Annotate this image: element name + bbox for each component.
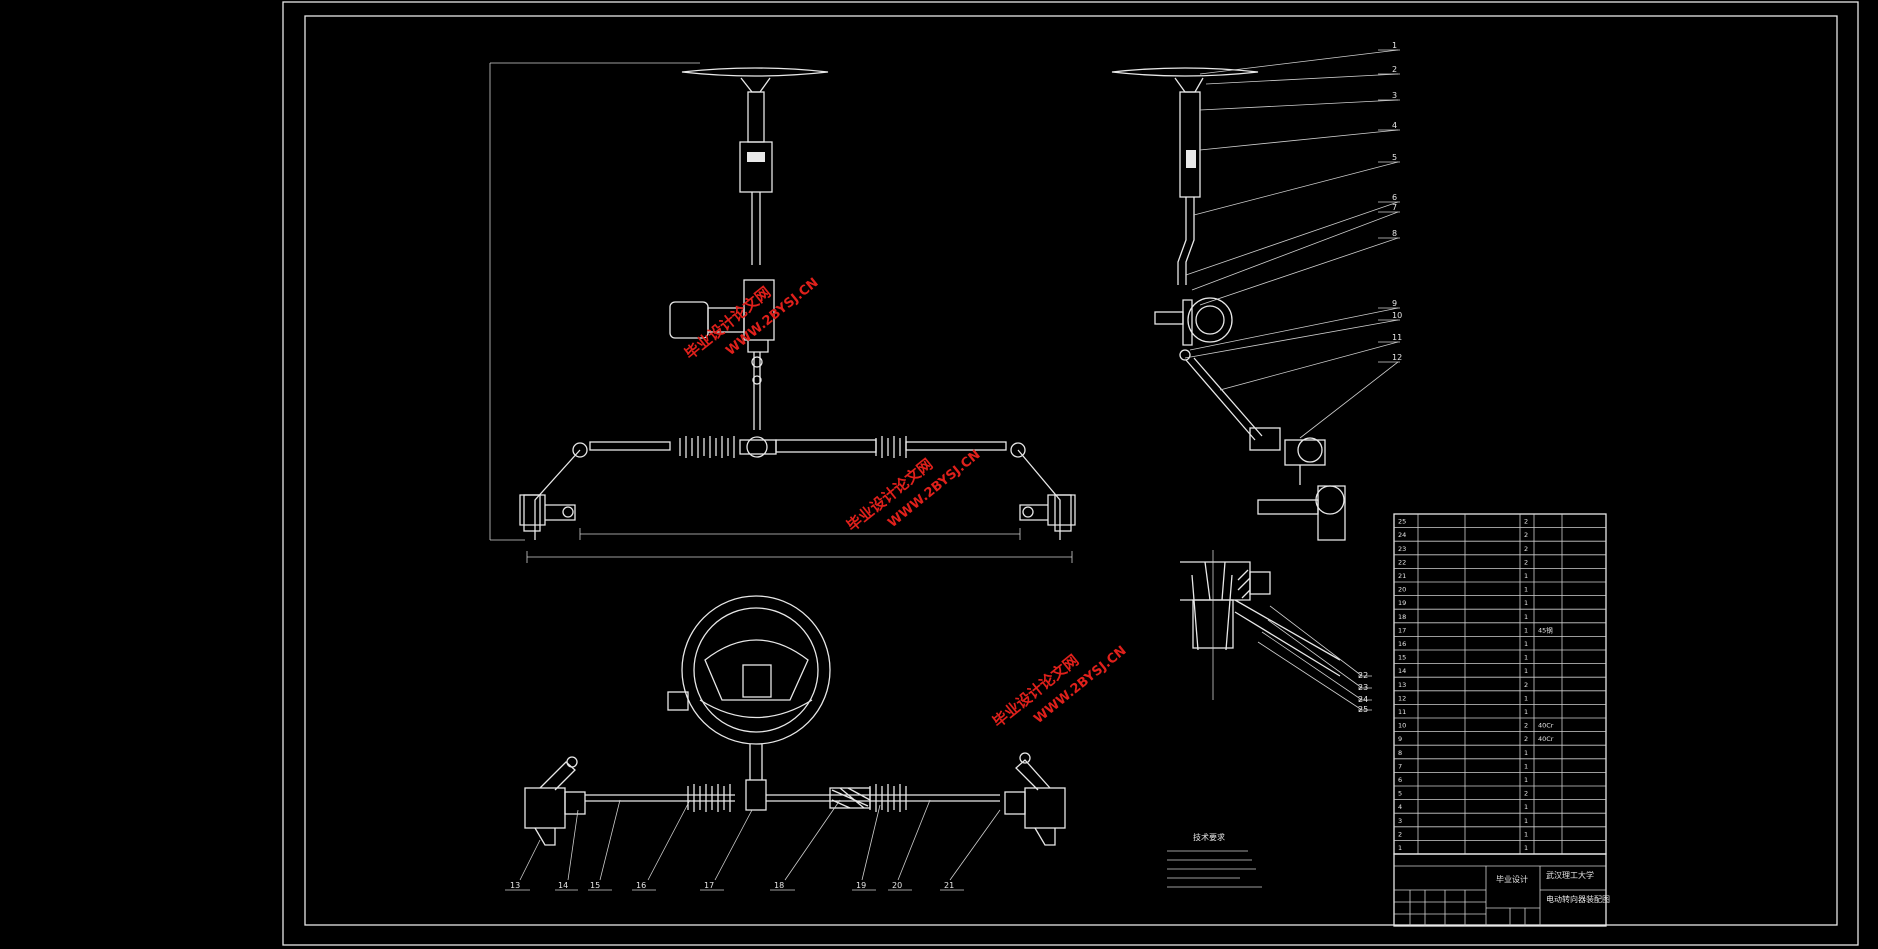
parts-list-cell-no: 3 — [1398, 817, 1402, 825]
callout-18: 18 — [774, 881, 784, 890]
callout-10: 10 — [1392, 311, 1402, 320]
callout-2: 2 — [1392, 65, 1397, 74]
technical-requirements-notes: 技术要求 — [1167, 832, 1262, 888]
parts-list-cell-no: 13 — [1398, 681, 1406, 689]
parts-list-cell-no: 5 — [1398, 790, 1402, 798]
parts-list-cell-qty: 1 — [1524, 599, 1528, 607]
parts-list-cell-qty: 1 — [1524, 830, 1528, 838]
callout-9: 9 — [1392, 299, 1397, 308]
callout-23: 23 — [1358, 683, 1368, 692]
parts-list-cell-qty: 1 — [1524, 640, 1528, 648]
watermark-1: 毕业设计论文网 WWW.2BYSJ.CN — [681, 275, 821, 363]
callout-7: 7 — [1392, 203, 1397, 212]
parts-list-cell-qty: 1 — [1524, 613, 1528, 621]
parts-list-cell-qty: 1 — [1524, 708, 1528, 716]
callout-5: 5 — [1392, 153, 1397, 162]
parts-list-cell-no: 21 — [1398, 572, 1406, 580]
parts-list-cell-qty: 2 — [1524, 681, 1528, 689]
parts-list-cell-qty: 1 — [1524, 844, 1528, 852]
parts-list-cell-no: 6 — [1398, 776, 1402, 784]
parts-list-cell-qty: 2 — [1524, 735, 1528, 743]
callout-8: 8 — [1392, 229, 1397, 238]
callout-24: 24 — [1358, 695, 1368, 704]
title-block: 毕业设计 武汉理工大学 电动转向器装配图 — [1393, 853, 1610, 927]
parts-list-cell-qty: 2 — [1524, 790, 1528, 798]
parts-list-cell-qty: 2 — [1524, 531, 1528, 539]
callout-3: 3 — [1392, 91, 1397, 100]
callout-15: 15 — [590, 881, 600, 890]
parts-list-cell-no: 8 — [1398, 749, 1402, 757]
parts-list-cell-qty: 1 — [1524, 586, 1528, 594]
callout-20: 20 — [892, 881, 902, 890]
parts-list-cell-qty: 2 — [1524, 518, 1528, 526]
parts-list-cell-no: 15 — [1398, 654, 1406, 662]
parts-list-cell-qty: 1 — [1524, 694, 1528, 702]
parts-list-cell-qty: 2 — [1524, 722, 1528, 730]
inner-drawing-frame — [304, 15, 1838, 926]
parts-list-cell-no: 4 — [1398, 803, 1402, 811]
callout-4: 4 — [1392, 121, 1397, 130]
callout-11: 11 — [1392, 333, 1402, 342]
parts-list-cell-no: 24 — [1398, 531, 1406, 539]
watermark-3: 毕业设计论文网 WWW.2BYSJ.CN — [989, 643, 1129, 731]
parts-list-cell-no: 2 — [1398, 830, 1402, 838]
callout-14: 14 — [558, 881, 568, 890]
parts-list-cell-no: 20 — [1398, 586, 1406, 594]
parts-list-cell-qty: 1 — [1524, 572, 1528, 580]
parts-list-cell-qty: 1 — [1524, 817, 1528, 825]
parts-list-cell-qty: 1 — [1524, 626, 1528, 634]
callout-6: 6 — [1392, 193, 1397, 202]
section-detail-view: 22 23 24 25 — [1180, 550, 1372, 714]
parts-list-cell-no: 7 — [1398, 762, 1402, 770]
title-block-drawing-name: 电动转向器装配图 — [1546, 894, 1610, 904]
parts-list-cell-note: 40Cr — [1538, 722, 1554, 730]
notes-title: 技术要求 — [1193, 832, 1225, 842]
side-view-callout-labels: 1 2 3 4 5 6 7 8 9 10 11 12 — [1392, 41, 1402, 362]
parts-list-cell-no: 16 — [1398, 640, 1406, 648]
callout-25: 25 — [1358, 705, 1368, 714]
callout-19: 19 — [856, 881, 866, 890]
parts-list-cell-qty: 1 — [1524, 749, 1528, 757]
parts-list-cell-no: 1 — [1398, 844, 1402, 852]
parts-list-cell-qty: 2 — [1524, 558, 1528, 566]
parts-list-cell-no: 11 — [1398, 708, 1406, 716]
parts-list-cell-no: 10 — [1398, 722, 1406, 730]
parts-list-cell-qty: 1 — [1524, 667, 1528, 675]
parts-list-cell-no: 22 — [1398, 558, 1406, 566]
callout-17: 17 — [704, 881, 714, 890]
callout-21: 21 — [944, 881, 954, 890]
parts-list-cell-no: 14 — [1398, 667, 1406, 675]
parts-list-cell-qty: 1 — [1524, 776, 1528, 784]
parts-list-cell-qty: 2 — [1524, 545, 1528, 553]
side-view-assembly: 1 2 3 4 5 6 7 8 9 10 11 12 — [1111, 41, 1402, 541]
outer-sheet-border — [282, 1, 1859, 946]
parts-list-cell-no: 19 — [1398, 599, 1406, 607]
parts-list-cell-qty: 1 — [1524, 762, 1528, 770]
parts-list-cell-qty: 1 — [1524, 803, 1528, 811]
callout-13: 13 — [510, 881, 520, 890]
callout-16: 16 — [636, 881, 646, 890]
title-block-university: 武汉理工大学 — [1546, 870, 1594, 880]
parts-list-cell-no: 12 — [1398, 694, 1406, 702]
callout-22: 22 — [1358, 671, 1368, 680]
parts-list-cell-no: 23 — [1398, 545, 1406, 553]
parts-list-cell-no: 17 — [1398, 626, 1406, 634]
parts-list-cell-note: 45钢 — [1538, 626, 1553, 634]
top-view-callout-labels: 13 14 15 16 17 18 19 20 21 — [510, 881, 954, 890]
callout-1: 1 — [1392, 41, 1397, 50]
parts-list-cell-qty: 1 — [1524, 654, 1528, 662]
watermark-2: 毕业设计论文网 WWW.2BYSJ.CN — [843, 447, 983, 535]
front-view-assembly — [489, 62, 1076, 563]
title-block-design-label: 毕业设计 — [1496, 874, 1528, 884]
parts-list-cell-no: 9 — [1398, 735, 1402, 743]
parts-list-cell-no: 25 — [1398, 518, 1406, 526]
parts-list-cell-no: 18 — [1398, 613, 1406, 621]
top-view-assembly: 13 14 15 16 17 18 19 20 21 — [505, 595, 1066, 891]
callout-12: 12 — [1392, 353, 1402, 362]
parts-list-cell-note: 40Cr — [1538, 735, 1554, 743]
